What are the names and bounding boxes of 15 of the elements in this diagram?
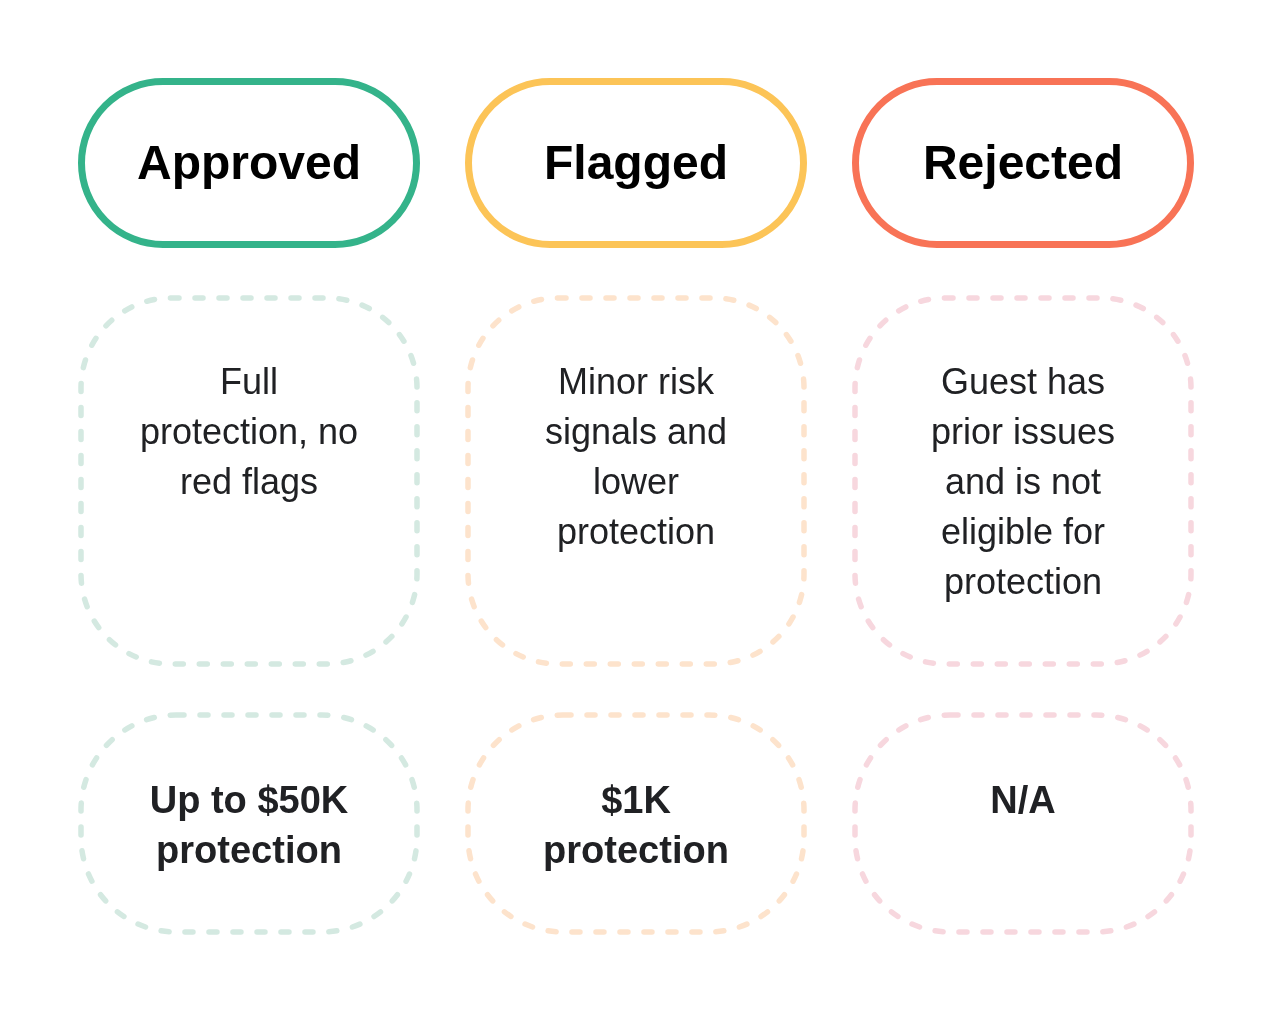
- coverage-text: N/A: [989, 778, 1057, 823]
- status-label: Flagged: [543, 135, 729, 191]
- description-text: Minor risk signals and lower protection: [543, 360, 729, 554]
- description-text: Guest has prior issues and is not eligible for protection: [929, 360, 1117, 604]
- coverage-text: Up to $50K protection: [148, 778, 350, 873]
- status-label: Rejected: [921, 135, 1125, 191]
- description-card: [78, 295, 420, 667]
- description-text: Full protection, no red flags: [138, 360, 360, 504]
- description-card: [465, 295, 807, 667]
- coverage-text: $1K protection: [542, 778, 730, 873]
- status-label: Approved: [136, 135, 362, 191]
- coverage-card: [465, 712, 807, 935]
- description-card: [852, 295, 1194, 667]
- coverage-card: [78, 712, 420, 935]
- coverage-card: [852, 712, 1194, 935]
